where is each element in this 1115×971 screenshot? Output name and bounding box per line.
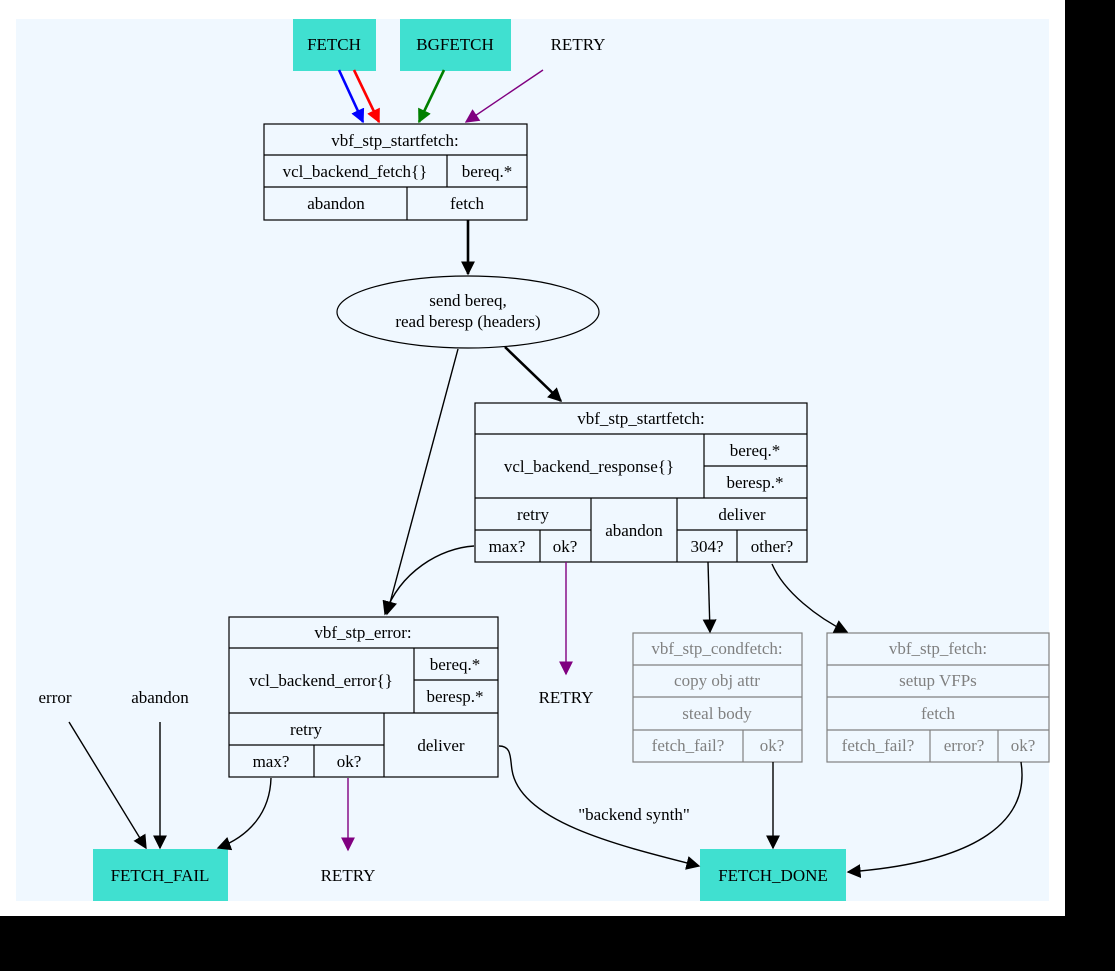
edge-fetch-red — [352, 69, 381, 124]
edge-max-to-error — [382, 545, 475, 616]
fetch-node-row1: setup VFPs — [899, 671, 977, 690]
response-var1: bereq.* — [730, 441, 781, 460]
error-deliver: deliver — [417, 736, 465, 755]
edge-errmax-to-fail — [216, 777, 272, 851]
response-node: vbf_stp_startfetch: vcl_backend_response… — [474, 402, 808, 563]
edge-bgfetch — [417, 69, 446, 124]
backend-synth-label: "backend synth" — [578, 805, 690, 824]
startfetch-abandon: abandon — [307, 194, 365, 213]
retry-bottom-label: RETRY — [321, 866, 376, 885]
response-max: max? — [489, 537, 526, 556]
fetch-node-row2: fetch — [921, 704, 955, 723]
bgfetch-terminal: BGFETCH — [400, 19, 511, 71]
condfetch-title: vbf_stp_condfetch: — [651, 639, 782, 658]
startfetch-title: vbf_stp_startfetch: — [331, 131, 458, 150]
send-bereq-node: send bereq, read beresp (headers) — [336, 275, 600, 349]
diagram-panel — [16, 19, 1049, 901]
error-node: vbf_stp_error: vcl_backend_error{} bereq… — [228, 616, 499, 778]
edge-other-to-fetch — [771, 563, 849, 633]
fetch-node-error: error? — [944, 736, 985, 755]
error-ok: ok? — [337, 752, 362, 771]
response-other: other? — [751, 537, 793, 556]
fetch-done-label: FETCH_DONE — [718, 866, 828, 885]
fetch-terminal-label: FETCH — [307, 35, 361, 54]
canvas — [0, 0, 1065, 916]
edge-deliver-to-done — [498, 745, 701, 870]
condfetch-node: vbf_stp_condfetch: copy obj attr steal b… — [632, 632, 803, 763]
startfetch-sub: vcl_backend_fetch{} — [283, 162, 428, 181]
send-line2: read beresp (headers) — [395, 312, 540, 331]
fetch-node-fail: fetch_fail? — [842, 736, 915, 755]
response-retry: retry — [517, 505, 550, 524]
fetch-node: vbf_stp_fetch: setup VFPs fetch fetch_fa… — [826, 632, 1050, 763]
startfetch-node: vbf_stp_startfetch: vcl_backend_fetch{} … — [263, 123, 528, 221]
abandon-source-label: abandon — [131, 688, 189, 707]
response-304: 304? — [690, 537, 723, 556]
response-sub: vcl_backend_response{} — [504, 457, 674, 476]
edge-304-to-condfetch — [702, 561, 717, 634]
edge-send-to-error — [383, 348, 459, 616]
bgfetch-terminal-label: BGFETCH — [416, 35, 493, 54]
error-title: vbf_stp_error: — [314, 623, 411, 642]
error-retry: retry — [290, 720, 323, 739]
response-var2: beresp.* — [726, 473, 783, 492]
fetch-fail-label: FETCH_FAIL — [111, 866, 210, 885]
error-var2: beresp.* — [426, 687, 483, 706]
fetch-node-title: vbf_stp_fetch: — [889, 639, 987, 658]
fetch-terminal: FETCH — [293, 19, 376, 71]
condfetch-row2: steal body — [682, 704, 752, 723]
fetch-node-ok: ok? — [1011, 736, 1036, 755]
fetch-done-terminal: FETCH_DONE — [700, 849, 846, 901]
retry-top-label: RETRY — [551, 35, 606, 54]
edge-fetchok-to-done — [846, 761, 1023, 879]
response-title: vbf_stp_startfetch: — [577, 409, 704, 428]
error-max: max? — [253, 752, 290, 771]
condfetch-fail: fetch_fail? — [652, 736, 725, 755]
edge-error-to-fail — [68, 721, 147, 850]
error-source-label: error — [38, 688, 71, 707]
edge-fetch-blue — [337, 69, 365, 124]
fetch-fail-terminal: FETCH_FAIL — [93, 849, 228, 901]
retry-mid-label: RETRY — [539, 688, 594, 707]
edge-send-to-response — [504, 346, 563, 402]
error-var1: bereq.* — [430, 655, 481, 674]
startfetch-var: bereq.* — [462, 162, 513, 181]
response-ok: ok? — [553, 537, 578, 556]
response-deliver: deliver — [718, 505, 766, 524]
response-abandon: abandon — [605, 521, 663, 540]
condfetch-row1: copy obj attr — [674, 671, 760, 690]
send-line1: send bereq, — [429, 291, 506, 310]
edge-retry-top — [464, 69, 544, 123]
startfetch-fetch: fetch — [450, 194, 484, 213]
condfetch-ok: ok? — [760, 736, 785, 755]
error-sub: vcl_backend_error{} — [249, 671, 393, 690]
